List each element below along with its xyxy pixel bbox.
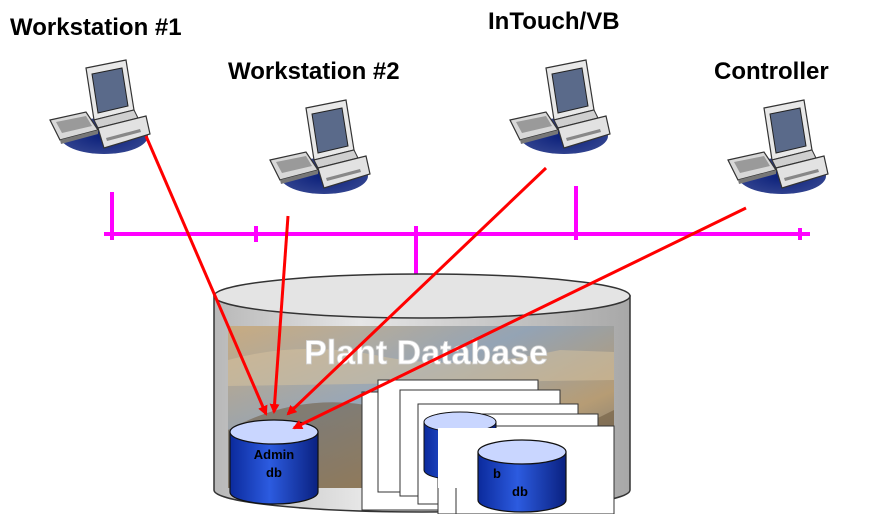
plant-database-title: Plant Database [304, 334, 548, 372]
workstation-2-computer-icon [269, 99, 371, 195]
intouch-vb-computer-icon [509, 59, 611, 155]
front-db-label-line1: b [493, 466, 501, 481]
workstation-1-label: Workstation #1 [10, 14, 182, 41]
front-db-label-line2: db [512, 484, 528, 499]
workstation-2-label: Workstation #2 [228, 58, 400, 85]
intouch-vb-label: InTouch/VB [488, 8, 620, 35]
arrow-controller-to-admin-db [292, 206, 747, 430]
workstation-1-computer-icon [49, 59, 151, 155]
connection-arrows [144, 135, 747, 430]
arrow-intouch-vb-to-admin-db [286, 166, 548, 416]
admin-db-cylinder-icon: Admin db [229, 419, 319, 505]
admin-db-label-line2: db [266, 465, 282, 480]
controller-label: Controller [714, 58, 829, 85]
front-db-cylinder-icon: b db [477, 439, 567, 513]
arrow-workstation-2-to-admin-db [269, 215, 290, 414]
arrow-workstation-1-to-admin-db [144, 135, 268, 416]
admin-db-label-line1: Admin [254, 447, 295, 462]
controller-computer-icon [727, 99, 829, 195]
